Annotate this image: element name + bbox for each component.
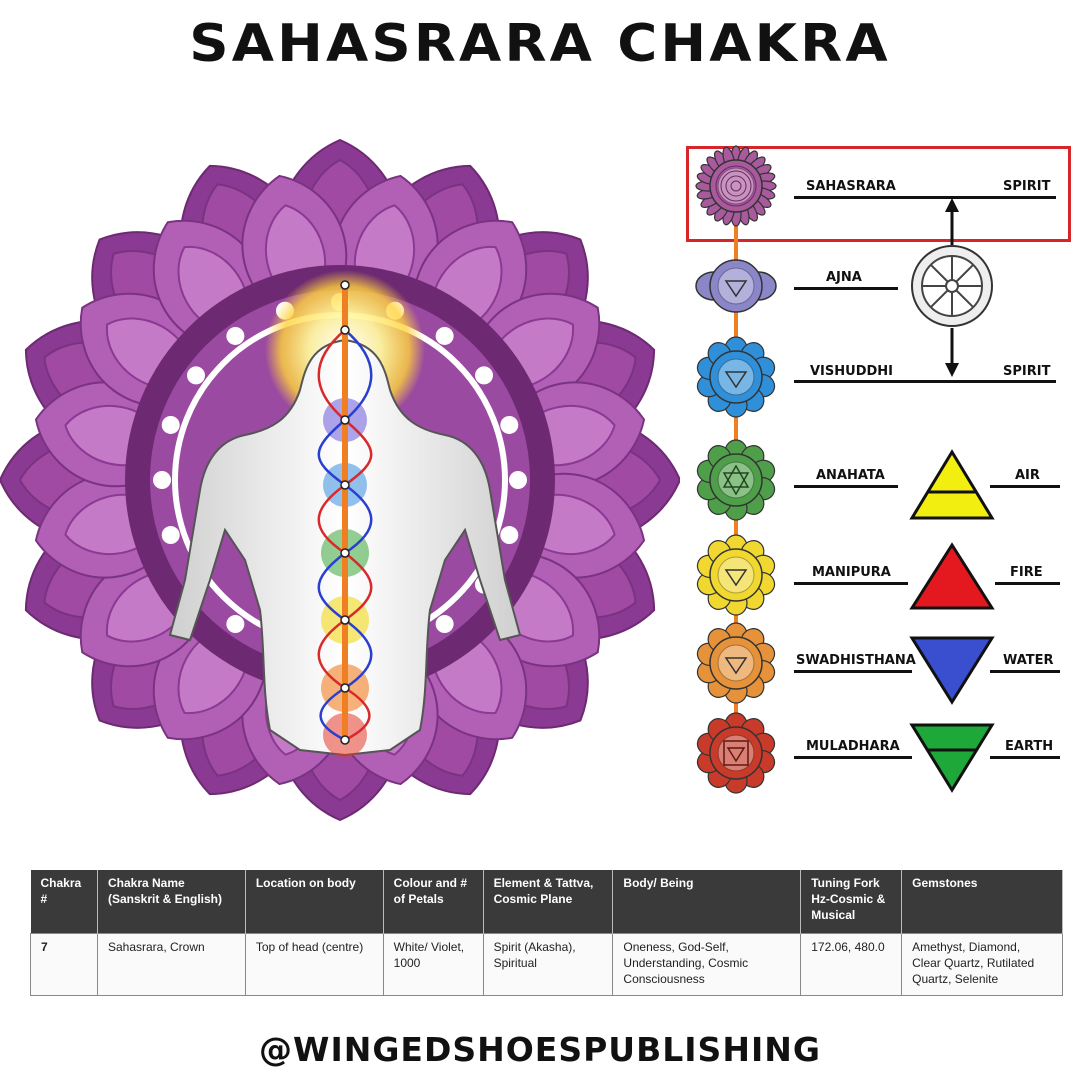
cell-location: Top of head (centre): [244, 933, 384, 996]
footer-handle: @WINGEDSHOESPUBLISHING: [259, 1030, 821, 1069]
anahata-label: ANAHATA: [816, 468, 885, 483]
sahasrara-label: SAHASRARA: [806, 179, 896, 194]
chakra-info-table: Chakra # Chakra Name (Sanskrit & English…: [30, 870, 1063, 996]
manipura-element-line: [995, 582, 1060, 585]
header-gemstones: Gemstones: [901, 870, 1063, 934]
mandala-dot: [226, 615, 245, 634]
vishuddhi-element-label: SPIRIT: [1003, 364, 1051, 379]
earth-triangle-icon: [909, 723, 995, 793]
spine-node: [340, 735, 350, 745]
muladhara-chakra-icon: [696, 712, 776, 794]
mandala-dot: [153, 471, 171, 489]
swadhisthana-chakra-icon: [696, 622, 776, 704]
mandala-dot: [186, 366, 205, 385]
sahasrara-element-label: SPIRIT: [1003, 179, 1051, 194]
cell-colour-petals: White/ Violet, 1000: [382, 933, 484, 996]
swadhisthana-line: [794, 670, 912, 673]
arrow-down-head: [945, 363, 959, 377]
header-colour-petals: Colour and # of Petals: [383, 870, 484, 934]
muladhara-line: [794, 756, 912, 759]
dharma-wheel-icon: [911, 245, 993, 327]
spine-node: [340, 415, 350, 425]
water-triangle-icon: [909, 636, 995, 705]
table-row: 7 Sahasrara, Crown Top of head (centre) …: [30, 933, 1063, 996]
mandala-dot: [226, 326, 245, 345]
spine-node: [340, 280, 350, 290]
mandala-dot: [161, 415, 180, 434]
arrow-up-head: [945, 198, 959, 212]
vishuddhi-line: [794, 380, 1056, 383]
swadhisthana-element-label: WATER: [1003, 653, 1054, 668]
air-triangle-icon: [909, 449, 995, 520]
fire-triangle-icon: [909, 542, 995, 610]
manipura-line: [794, 582, 908, 585]
anahata-element-line: [990, 485, 1060, 488]
anahata-line: [794, 485, 898, 488]
cell-chakra-number: 7: [30, 933, 98, 996]
cell-gemstones: Amethyst, Diamond, Clear Quartz, Rutilat…: [901, 933, 1063, 996]
header-location: Location on body: [245, 870, 384, 934]
ajna-label: AJNA: [826, 270, 862, 285]
anahata-element-label: AIR: [1015, 468, 1040, 483]
spine-node: [340, 615, 350, 625]
header-element: Element & Tattva, Cosmic Plane: [483, 870, 614, 934]
sahasrara-line: [794, 196, 1056, 199]
cell-chakra-name: Sahasrara, Crown: [96, 933, 246, 996]
cell-element: Spirit (Akasha), Spiritual: [482, 933, 614, 996]
chakra-chart: [695, 145, 995, 794]
ajna-line: [794, 287, 898, 290]
manipura-chakra-icon: [696, 534, 776, 616]
manipura-element-label: FIRE: [1010, 565, 1043, 580]
mandala-dot: [161, 526, 180, 545]
spine-node: [340, 548, 350, 558]
header-body-being: Body/ Being: [612, 870, 802, 934]
lotus-mandala-illustration: [0, 138, 680, 822]
sahasrara-highlight-box: [686, 146, 1071, 242]
mandala-dot: [475, 366, 494, 385]
cell-body-being: Oneness, God-Self, Understanding, Cosmic…: [612, 933, 802, 996]
spine-nodes: [340, 280, 350, 745]
cell-tuning-fork: 172.06, 480.0: [800, 933, 903, 996]
header-chakra-number: Chakra #: [30, 870, 98, 934]
spine-node: [340, 683, 350, 693]
anahata-chakra-icon: [696, 439, 776, 521]
mandala-dot: [435, 326, 454, 345]
table-header-row: Chakra # Chakra Name (Sanskrit & English…: [30, 870, 1063, 934]
mandala-dot: [500, 526, 519, 545]
sahasrara-chakra-icon: [695, 145, 777, 227]
swadhisthana-label: SWADHISTHANA: [796, 653, 916, 668]
vishuddhi-chakra-icon: [696, 336, 776, 418]
spine-node: [340, 325, 350, 335]
header-chakra-name: Chakra Name (Sanskrit & English): [97, 870, 246, 934]
swadhisthana-element-line: [990, 670, 1060, 673]
spine-node: [340, 480, 350, 490]
header-tuning-fork: Tuning Fork Hz-Cosmic & Musical: [800, 870, 903, 934]
muladhara-label: MULADHARA: [806, 739, 900, 754]
vishuddhi-label: VISHUDDHI: [810, 364, 893, 379]
manipura-label: MANIPURA: [812, 565, 891, 580]
mandala-dot: [435, 615, 454, 634]
mandala-dot: [500, 415, 519, 434]
page-title: SAHASRARA CHAKRA: [189, 14, 891, 74]
mandala-dot: [509, 471, 527, 489]
muladhara-element-line: [990, 756, 1060, 759]
ajna-chakra-icon: [695, 259, 777, 313]
muladhara-element-label: EARTH: [1005, 739, 1054, 754]
